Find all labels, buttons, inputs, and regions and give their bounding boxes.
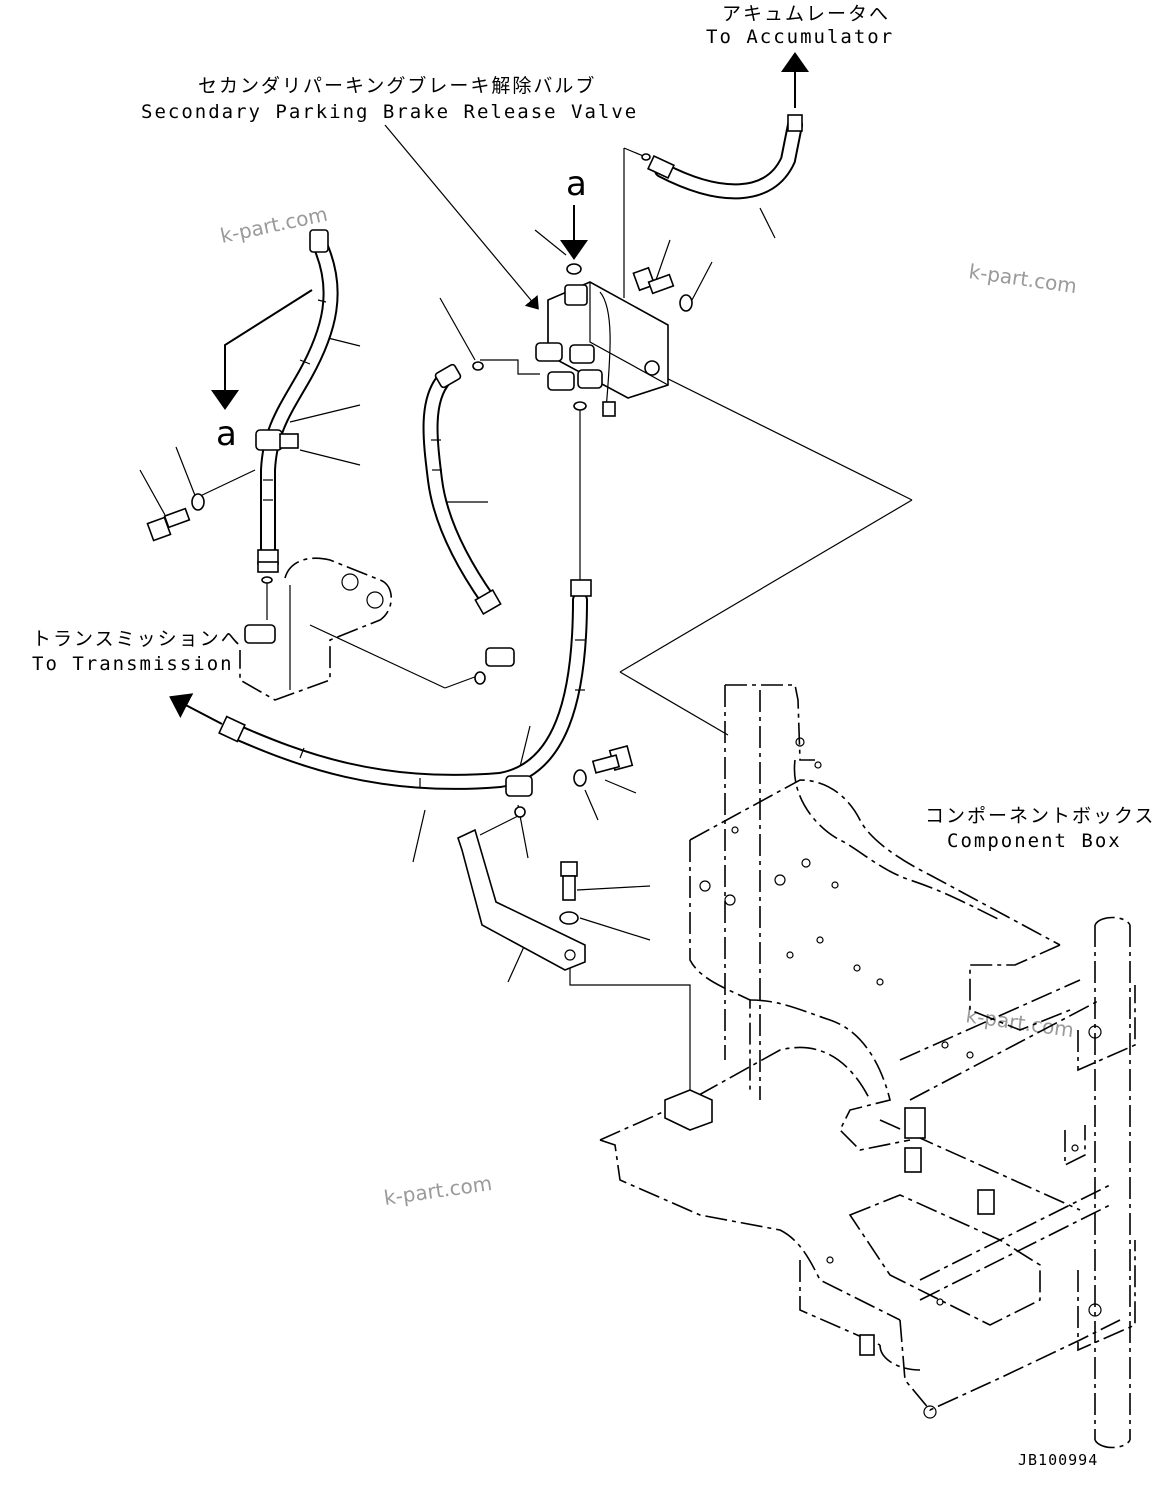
release-valve	[535, 281, 669, 417]
detail-a-top-label: a	[566, 164, 587, 204]
transmission-block	[239, 557, 515, 701]
hoses	[224, 117, 803, 790]
direction-arrows	[169, 52, 809, 725]
watermark-bottom: k-part.com	[382, 1171, 493, 1210]
support-bracket	[457, 828, 586, 971]
hose-left-upper	[260, 237, 339, 563]
transmission-label-jp: トランスミッションへ	[32, 628, 242, 650]
valve-label-jp: セカンダリパーキングブレーキ解除バルブ	[198, 74, 596, 97]
washer-bracket	[559, 911, 579, 925]
watermark-top-right: k-part.com	[967, 259, 1078, 298]
bolt-middle-right	[591, 745, 634, 774]
valve-label-en: Secondary Parking Brake Release Valve	[141, 101, 638, 123]
drawing-number: JB100994	[1018, 1451, 1098, 1469]
detail-a-left-label: a	[216, 414, 237, 454]
transmission-arrow	[169, 693, 223, 725]
bolts-washers	[146, 153, 693, 925]
washer-top-right	[679, 294, 693, 312]
component-box-label-en: Component Box	[947, 830, 1122, 852]
fittings	[218, 114, 803, 818]
callout-labels: アキュムレータへ To Accumulator セカンダリパーキングブレーキ解除…	[32, 3, 1155, 1469]
watermark-right: k-part.com	[964, 1003, 1075, 1042]
bolt-top-right	[632, 266, 675, 295]
component-box-label-jp: コンポーネントボックス	[925, 805, 1155, 827]
component-box	[599, 684, 1136, 1449]
valve-leader	[384, 124, 539, 310]
washer-left	[191, 493, 205, 511]
leader-lines	[139, 124, 913, 1105]
transmission-label-en: To Transmission	[32, 653, 234, 675]
bolt-bracket	[560, 861, 578, 901]
accumulator-label-en: To Accumulator	[706, 26, 894, 48]
detail-a-arrow-left	[211, 289, 313, 410]
accumulator-label-jp: アキュムレータへ	[722, 3, 890, 25]
washer-middle-right	[573, 769, 587, 787]
bolt-left	[146, 507, 191, 542]
